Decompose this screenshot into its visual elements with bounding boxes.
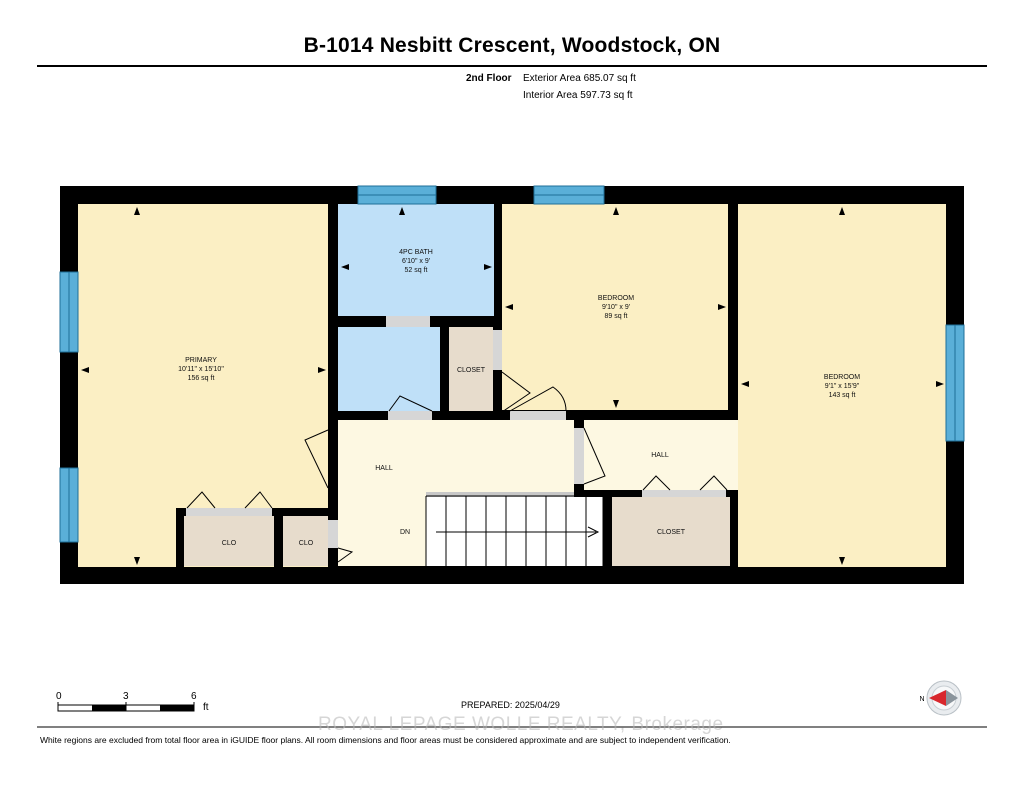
exterior-area: Exterior Area 685.07 sq ft	[523, 73, 636, 84]
room-primary	[78, 204, 328, 567]
room-closet-right	[612, 497, 730, 566]
hall-left-label: HALL	[375, 465, 393, 472]
room-closet-mid	[449, 327, 493, 411]
stairs-dn-label: DN	[400, 529, 410, 536]
bedroom1-name: BEDROOM	[598, 295, 634, 302]
primary-area: 156 sq ft	[188, 375, 215, 382]
scale-unit: ft	[203, 702, 209, 713]
clo-b-label: CLO	[299, 540, 314, 547]
scale-bar	[57, 702, 195, 712]
room-labels: PRIMARY 10'11" x 15'10" 156 sq ft 4PC BA…	[178, 249, 860, 547]
bedroom2-name: BEDROOM	[824, 374, 860, 381]
closet-right-label: CLOSET	[657, 529, 686, 536]
room-clo-b	[283, 516, 329, 566]
footer-disclaimer: White regions are excluded from total fl…	[40, 735, 731, 745]
clo-a-label: CLO	[222, 540, 237, 547]
scale-tick-3: 3	[123, 691, 129, 702]
compass-n-label: N	[919, 696, 924, 703]
room-bedroom-1	[502, 204, 728, 410]
bedroom1-dims: 9'10" x 9'	[602, 304, 630, 311]
room-bedroom-2	[738, 204, 946, 567]
bath-name: 4PC BATH	[399, 249, 433, 256]
brokerage-watermark: ROYAL LEPAGE WOLLE REALTY, Brokerage	[318, 714, 724, 735]
floor-name: 2nd Floor	[466, 73, 512, 84]
primary-name: PRIMARY	[185, 357, 217, 364]
door-openings	[186, 316, 726, 548]
scale-tick-0: 0	[56, 691, 62, 702]
plan-title: B-1014 Nesbitt Crescent, Woodstock, ON	[303, 34, 721, 57]
title-rule	[37, 65, 987, 67]
bedroom2-area: 143 sq ft	[829, 392, 856, 399]
bedroom1-area: 89 sq ft	[605, 313, 628, 320]
bedroom2-dims: 9'1" x 15'9"	[825, 383, 860, 390]
interior-area: Interior Area 597.73 sq ft	[523, 90, 633, 101]
stairs	[425, 492, 604, 566]
dimension-arrows	[81, 207, 944, 565]
primary-dims: 10'11" x 15'10"	[178, 366, 224, 373]
room-hall-right	[574, 420, 738, 490]
closet-mid-label: CLOSET	[457, 367, 486, 374]
prepared-date: PREPARED: 2025/04/29	[461, 700, 560, 710]
room-bath	[338, 204, 494, 316]
hall-right-label: HALL	[651, 452, 669, 459]
bath-area: 52 sq ft	[405, 267, 428, 274]
scale-tick-6: 6	[191, 691, 197, 702]
door-swings	[186, 371, 728, 563]
compass-icon	[926, 680, 962, 716]
room-bath-extension	[338, 327, 440, 411]
bath-dims: 6'10" x 9'	[402, 258, 430, 265]
room-clo-a	[184, 516, 274, 566]
window-mullions	[68, 194, 956, 542]
